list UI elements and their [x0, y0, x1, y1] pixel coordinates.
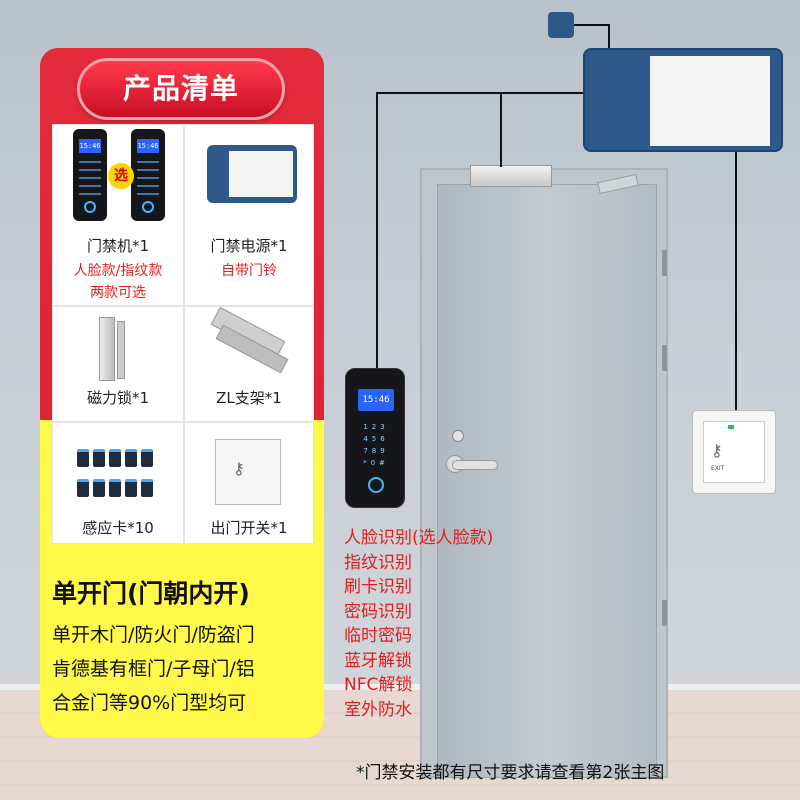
product-sub1: 自带门铃 — [221, 263, 277, 279]
footer-note: *门禁安装都有尺寸要求请查看第2张主图 — [356, 763, 665, 783]
magnetic-lock — [470, 165, 552, 187]
fingerprint-icon — [368, 477, 384, 493]
wire — [376, 92, 378, 370]
product-cell-exit: ⚷ 出门开关*1 — [184, 422, 314, 544]
card-thumb — [77, 449, 89, 467]
door-handle — [452, 460, 498, 470]
reader-screen: 15:46 — [358, 389, 394, 411]
power-supply-label — [650, 56, 770, 146]
exit-label: EXIT — [711, 465, 725, 472]
wire — [570, 24, 610, 26]
fingerprint-icon — [84, 201, 96, 213]
product-cell-reader: 15:46 15:46 门禁机*1 人脸款/指纹款 两款可选 — [52, 124, 184, 306]
product-name: 出门开关*1 — [210, 519, 288, 537]
wire — [500, 92, 502, 167]
product-cell-bracket: ZL支架*1 — [184, 306, 314, 422]
product-cell-cards: 感应卡*10 — [52, 422, 184, 544]
keyhole-icon — [452, 430, 464, 442]
card-thumb — [77, 479, 89, 497]
keypad-thumb — [137, 161, 159, 197]
card-thumb — [125, 449, 137, 467]
product-cell-maglock: 磁力锁*1 — [52, 306, 184, 422]
choose-badge: 选 — [108, 163, 134, 189]
door-hinge — [662, 250, 667, 276]
door-type-line: 肯德基有框门/子母门/铝 — [52, 658, 255, 680]
card-thumb — [93, 449, 105, 467]
product-name: 门禁电源*1 — [210, 237, 288, 255]
card-thumb — [109, 479, 121, 497]
feature-item: 指纹识别 — [344, 552, 412, 573]
card-thumb — [141, 479, 153, 497]
door-hinge — [662, 345, 667, 371]
mini-screen: 15:46 — [137, 139, 159, 153]
exit-led — [728, 425, 734, 429]
feature-list: 人脸识别(选人脸款) 指纹识别 刷卡识别 密码识别 临时密码 蓝牙解锁 NFC解… — [344, 526, 493, 722]
wire — [735, 148, 737, 412]
feature-item: 蓝牙解锁 — [344, 650, 412, 671]
feature-item: 刷卡识别 — [344, 577, 412, 597]
card-thumb — [125, 479, 137, 497]
armature-thumb — [117, 321, 125, 379]
door-type-line: 单开木门/防火门/防盗门 — [52, 624, 255, 646]
feature-item: 密码识别 — [344, 601, 412, 622]
reader-finger-thumb: 15:46 — [131, 129, 165, 221]
key-icon: ⚷ — [711, 441, 723, 460]
power-plug-icon — [548, 12, 574, 38]
feature-item: 室外防水 — [344, 699, 412, 720]
power-label-thumb — [229, 151, 293, 197]
exit-switch-thumb — [215, 439, 281, 505]
key-icon: ⚷ — [233, 459, 245, 478]
card-thumb — [93, 479, 105, 497]
wire — [376, 92, 586, 94]
feature-item: 临时密码 — [344, 626, 412, 646]
door-type-title: 单开门(门朝内开) — [52, 579, 250, 608]
door-panel — [437, 184, 657, 778]
product-name: 磁力锁*1 — [86, 389, 150, 407]
product-list-title: 产品清单 — [77, 58, 285, 120]
product-sub2: 两款可选 — [90, 285, 146, 301]
wire — [608, 24, 610, 50]
product-sub1: 人脸款/指纹款 — [73, 263, 163, 279]
fingerprint-icon — [142, 201, 154, 213]
door-type-line: 合金门等90%门型均可 — [52, 692, 247, 714]
exit-switch: ⚷ EXIT — [692, 410, 776, 494]
product-name: 感应卡*10 — [82, 519, 154, 537]
exit-switch-face — [703, 421, 765, 483]
wall-skirting — [0, 684, 800, 692]
card-thumb — [141, 449, 153, 467]
mini-screen: 15:46 — [79, 139, 101, 153]
product-cell-power: 门禁电源*1 自带门铃 — [184, 124, 314, 306]
product-name: ZL支架*1 — [216, 389, 282, 407]
door-hinge — [662, 600, 667, 626]
product-name: 门禁机*1 — [86, 237, 150, 255]
feature-item: 人脸识别(选人脸款) — [344, 528, 494, 548]
card-thumb — [109, 449, 121, 467]
keypad-thumb — [79, 161, 101, 197]
feature-item: NFC解锁 — [344, 675, 413, 695]
reader-face-thumb: 15:46 — [73, 129, 107, 221]
maglock-thumb — [99, 317, 115, 381]
